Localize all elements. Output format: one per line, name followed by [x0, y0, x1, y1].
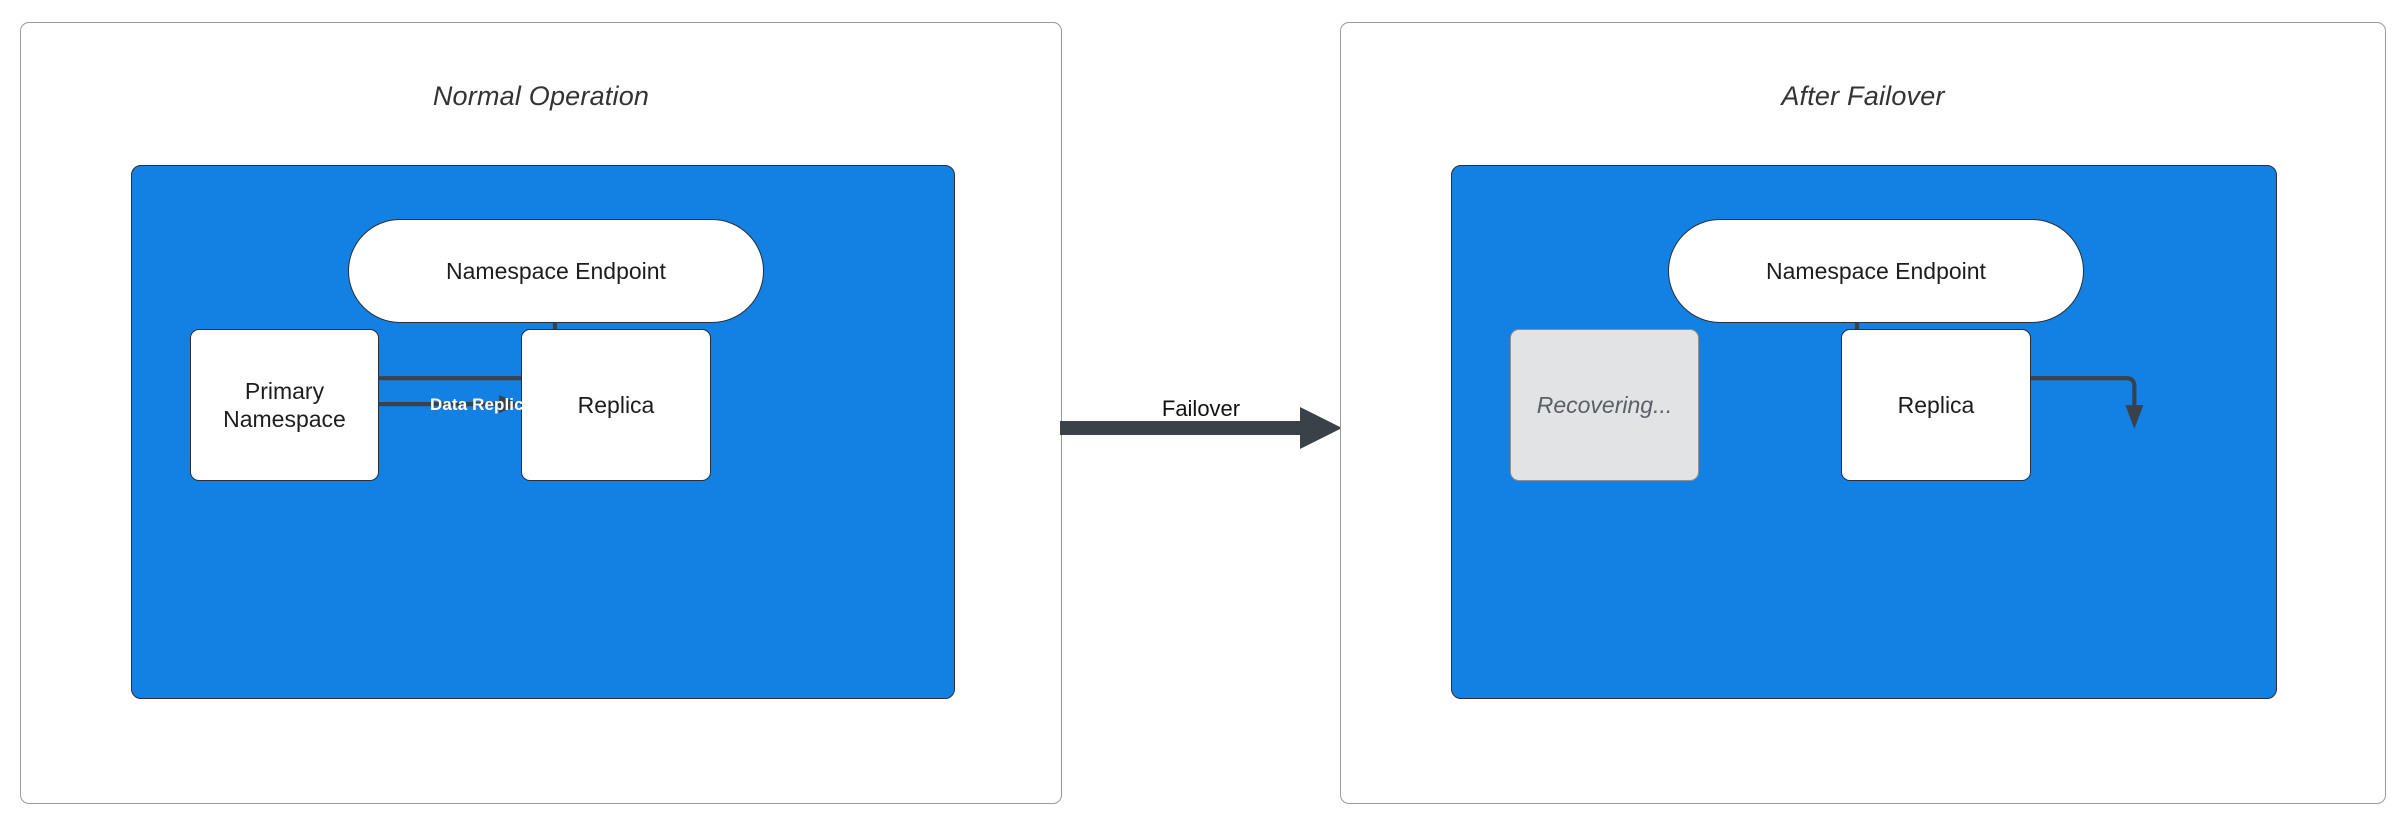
region-normal-operation: Namespace Endpoint Primary Namespace Rep…	[131, 165, 955, 699]
node-label: Recovering...	[1536, 391, 1673, 418]
node-replica-left[interactable]: Replica	[521, 329, 711, 481]
node-label: Primary Namespace	[223, 377, 346, 432]
node-replica-right[interactable]: Replica	[1841, 329, 2031, 481]
node-namespace-endpoint-left[interactable]: Namespace Endpoint	[348, 219, 764, 323]
arrowhead-endpoint-to-replica	[2125, 405, 2144, 430]
panel-normal-operation: Normal Operation Namespace Endpoint Prim…	[20, 22, 1062, 804]
failover-arrowhead	[1300, 407, 1342, 449]
node-primary-namespace[interactable]: Primary Namespace	[190, 329, 379, 481]
failover-arrow-shaft	[1060, 421, 1310, 435]
panel-title-normal-operation: Normal Operation	[432, 81, 650, 111]
node-label: Namespace Endpoint	[446, 257, 666, 284]
node-label: Replica	[577, 391, 655, 418]
panel-title-after-failover: After Failover	[1781, 81, 1945, 111]
node-label: Namespace Endpoint	[1766, 257, 1986, 284]
node-label: Replica	[1897, 391, 1975, 418]
node-namespace-endpoint-right[interactable]: Namespace Endpoint	[1668, 219, 2084, 323]
node-recovering[interactable]: Recovering...	[1510, 329, 1699, 481]
failover-label: Failover	[1161, 396, 1241, 421]
failover-arrow	[1060, 407, 1342, 449]
region-after-failover: Namespace Endpoint Recovering... Replica	[1451, 165, 2277, 699]
panel-after-failover: After Failover Namespace Endpoint Recove…	[1340, 22, 2386, 804]
edge-label-data-replication: Data Replication	[430, 395, 565, 414]
